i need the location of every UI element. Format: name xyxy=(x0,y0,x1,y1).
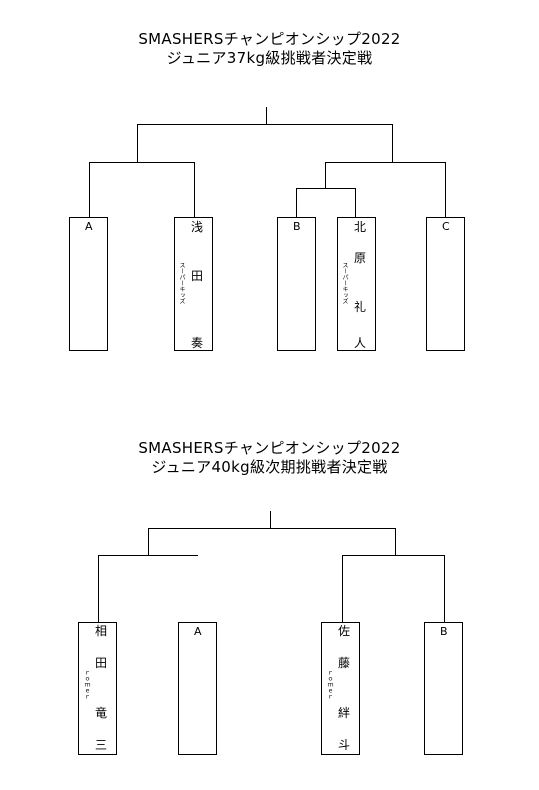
player-name-char: 田 xyxy=(191,269,204,283)
player-name-char: 田 xyxy=(95,656,108,670)
player-name-char: 奏 xyxy=(191,336,204,350)
player-name-char: 藤 xyxy=(338,656,351,670)
player-name-char: 佐 xyxy=(338,624,351,638)
bracket2-title-line1: SMASHERSチャンピオンシップ2022 xyxy=(138,439,401,457)
slot-label: B xyxy=(440,625,448,638)
bracket1-title-line2: ジュニア37kg級挑戦者決定戦 xyxy=(166,49,373,67)
player-affiliation: ｒｏｍｅｒ xyxy=(83,670,90,700)
player-name-char: 原 xyxy=(354,251,367,265)
player-name-char: 礼 xyxy=(354,300,367,314)
bracket2-title-line2: ジュニア40kg級次期挑戦者決定戦 xyxy=(151,458,388,476)
bracket2-slot-a: A xyxy=(178,622,217,755)
bracket2-player-sato: 佐 藤 絆 斗 ｒｏｍｅｒ xyxy=(321,622,360,755)
slot-label: A xyxy=(194,625,202,638)
player-name-char: 三 xyxy=(95,738,108,752)
player-name-char: 相 xyxy=(95,624,108,638)
bracket1-slot-c: C xyxy=(426,217,465,351)
bracket1-slot-a: A xyxy=(69,217,108,351)
player-name-char: 斗 xyxy=(338,738,351,752)
slot-label: A xyxy=(85,220,93,233)
player-affiliation: スーパーキッズ xyxy=(341,261,348,304)
player-name-char: 絆 xyxy=(338,706,351,720)
player-name-char: 竜 xyxy=(95,706,108,720)
bracket2-slot-b: B xyxy=(424,622,463,755)
player-affiliation: スーパーキッズ xyxy=(178,261,185,304)
player-name-char: 北 xyxy=(354,220,367,234)
player-affiliation: ｒｏｍｅｒ xyxy=(326,670,333,700)
bracket1-title-line1: SMASHERSチャンピオンシップ2022 xyxy=(138,30,401,48)
player-name-char: 人 xyxy=(354,336,367,350)
player-name-char: 浅 xyxy=(191,220,204,234)
bracket1-player-asada: 浅 田 奏 スーパーキッズ xyxy=(174,217,213,351)
slot-label: C xyxy=(442,220,450,233)
bracket1-player-kitahara: 北 原 礼 人 スーパーキッズ xyxy=(337,217,376,351)
bracket1-slot-b: B xyxy=(277,217,316,351)
slot-label: B xyxy=(293,220,301,233)
bracket2-player-aida: 相 田 竜 三 ｒｏｍｅｒ xyxy=(78,622,117,755)
